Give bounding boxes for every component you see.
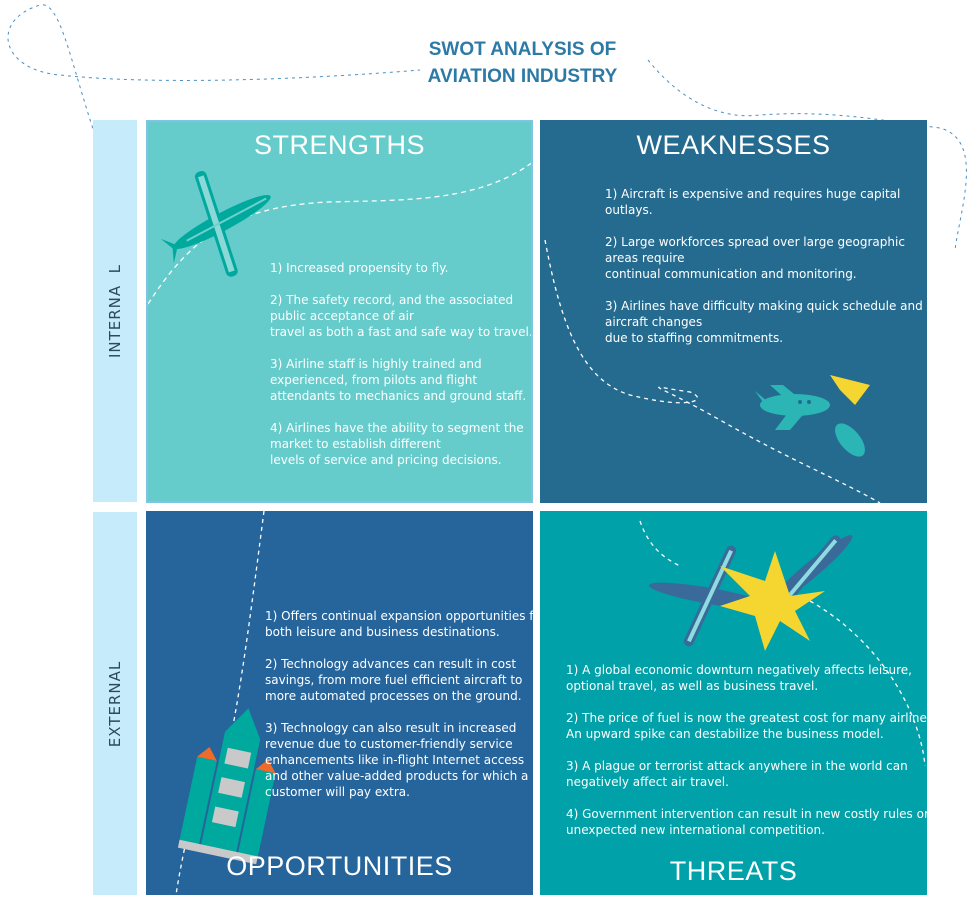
item-line: attendants to mechanics and ground staff… bbox=[270, 389, 527, 403]
strengths-item: 4) Airlines have the ability to segment … bbox=[270, 420, 531, 468]
threats-quadrant: THREATS 1) A global economic downturn ne… bbox=[540, 511, 927, 895]
item-line: 1) Increased propensity to fly. bbox=[270, 261, 449, 275]
item-line: levels of service and pricing decisions. bbox=[270, 453, 502, 467]
item-line: An upward spike can destabilize the busi… bbox=[566, 727, 884, 741]
opportunities-item: 2) Technology advances can result in cos… bbox=[265, 656, 533, 704]
internal-label: INTERNA L bbox=[106, 263, 124, 359]
strengths-list: 1) Increased propensity to fly. 2) The sa… bbox=[270, 260, 533, 484]
item-line: areas require bbox=[605, 251, 685, 265]
opportunities-item: 1) Offers continual expansion opportunit… bbox=[265, 608, 533, 640]
item-line: 2) The price of fuel is now the greatest… bbox=[566, 711, 927, 725]
item-line: 3) Airlines have difficulty making quick… bbox=[605, 299, 923, 313]
weaknesses-heading: WEAKNESSES bbox=[636, 130, 831, 160]
title-line-1: SWOT ANALYSIS OF bbox=[428, 39, 617, 60]
external-label: EXTERNAL bbox=[106, 660, 124, 747]
threats-heading: THREATS bbox=[669, 856, 798, 886]
weaknesses-quadrant: WEAKNESSES 1) Aircraft is expensive and … bbox=[540, 120, 927, 503]
item-line: 1) A global economic downturn negatively… bbox=[566, 663, 912, 677]
threats-item: 2) The price of fuel is now the greatest… bbox=[566, 710, 927, 742]
strengths-item: 3) Airline staff is highly trained and ex… bbox=[270, 356, 531, 404]
item-line: optional travel, as well as business tra… bbox=[566, 679, 819, 693]
opportunities-heading: OPPORTUNITIES bbox=[226, 851, 453, 881]
item-line: both leisure and business destinations. bbox=[265, 625, 500, 639]
page-title: SWOT ANALYSIS OF AVIATION INDUSTRY bbox=[380, 36, 665, 90]
opportunities-item: 3) Technology can also result in increas… bbox=[265, 720, 533, 800]
strengths-item: 2) The safety record, and the associated… bbox=[270, 292, 533, 340]
item-line: market to establish different bbox=[270, 437, 441, 451]
item-line: customer will pay extra. bbox=[265, 785, 410, 799]
item-line: unexpected new international competition… bbox=[566, 823, 825, 837]
item-line: 2) Large workforces spread over large ge… bbox=[605, 235, 905, 249]
item-line: negatively affect air travel. bbox=[566, 775, 729, 789]
item-line: public acceptance of air bbox=[270, 309, 414, 323]
external-label-bar: EXTERNAL bbox=[93, 512, 137, 895]
item-line: 3) A plague or terrorist attack anywhere… bbox=[566, 759, 908, 773]
item-line: enhancements like in-flight Internet acc… bbox=[265, 753, 525, 767]
strengths-item: 1) Increased propensity to fly. bbox=[270, 260, 531, 276]
item-line: continual communication and monitoring. bbox=[605, 267, 857, 281]
item-line: 2) The safety record, and the associated bbox=[270, 293, 514, 307]
item-line: 1) Offers continual expansion opportunit… bbox=[265, 609, 533, 623]
item-line: 4) Government intervention can result in… bbox=[566, 807, 927, 821]
threats-item: 3) A plague or terrorist attack anywhere… bbox=[566, 758, 927, 790]
item-line: and other value-added products for which… bbox=[265, 769, 529, 783]
strengths-heading: STRENGTHS bbox=[253, 130, 425, 160]
opportunities-quadrant: OPPORTUNITIES 1) Offers continual expans… bbox=[146, 511, 533, 895]
internal-label-bar: INTERNA L bbox=[93, 120, 137, 502]
item-line: revenue due to customer-friendly service bbox=[265, 737, 513, 751]
title-line-2: AVIATION INDUSTRY bbox=[427, 66, 618, 87]
threats-item: 1) A global economic downturn negatively… bbox=[566, 662, 927, 694]
item-line: more automated processes on the ground. bbox=[265, 689, 522, 703]
strengths-quadrant: STRENGTHS 1) Increased propensity to fly… bbox=[146, 120, 533, 503]
item-line: outlays. bbox=[605, 203, 653, 217]
weaknesses-item: 3) Airlines have difficulty making quick… bbox=[605, 298, 923, 346]
item-line: 1) Aircraft is expensive and requires hu… bbox=[605, 187, 901, 201]
weaknesses-list: 1) Aircraft is expensive and requires hu… bbox=[605, 186, 923, 362]
item-line: 4) Airlines have the ability to segment … bbox=[270, 421, 524, 435]
item-line: 3) Airline staff is highly trained and bbox=[270, 357, 482, 371]
item-line: aircraft changes bbox=[605, 315, 703, 329]
item-line: savings, from more fuel efficient aircra… bbox=[265, 673, 523, 687]
weaknesses-item: 1) Aircraft is expensive and requires hu… bbox=[605, 186, 923, 218]
threats-list: 1) A global economic downturn negatively… bbox=[566, 662, 927, 854]
item-line: due to staffing commitments. bbox=[605, 331, 784, 345]
item-line: travel as both a fast and safe way to tr… bbox=[270, 325, 533, 339]
opportunities-list: 1) Offers continual expansion opportunit… bbox=[265, 608, 533, 816]
item-line: 2) Technology advances can result in cos… bbox=[265, 657, 517, 671]
item-line: experienced, from pilots and flight bbox=[270, 373, 478, 387]
threats-item: 4) Government intervention can result in… bbox=[566, 806, 927, 838]
item-line: 3) Technology can also result in increas… bbox=[265, 721, 517, 735]
weaknesses-item: 2) Large workforces spread over large ge… bbox=[605, 234, 923, 282]
